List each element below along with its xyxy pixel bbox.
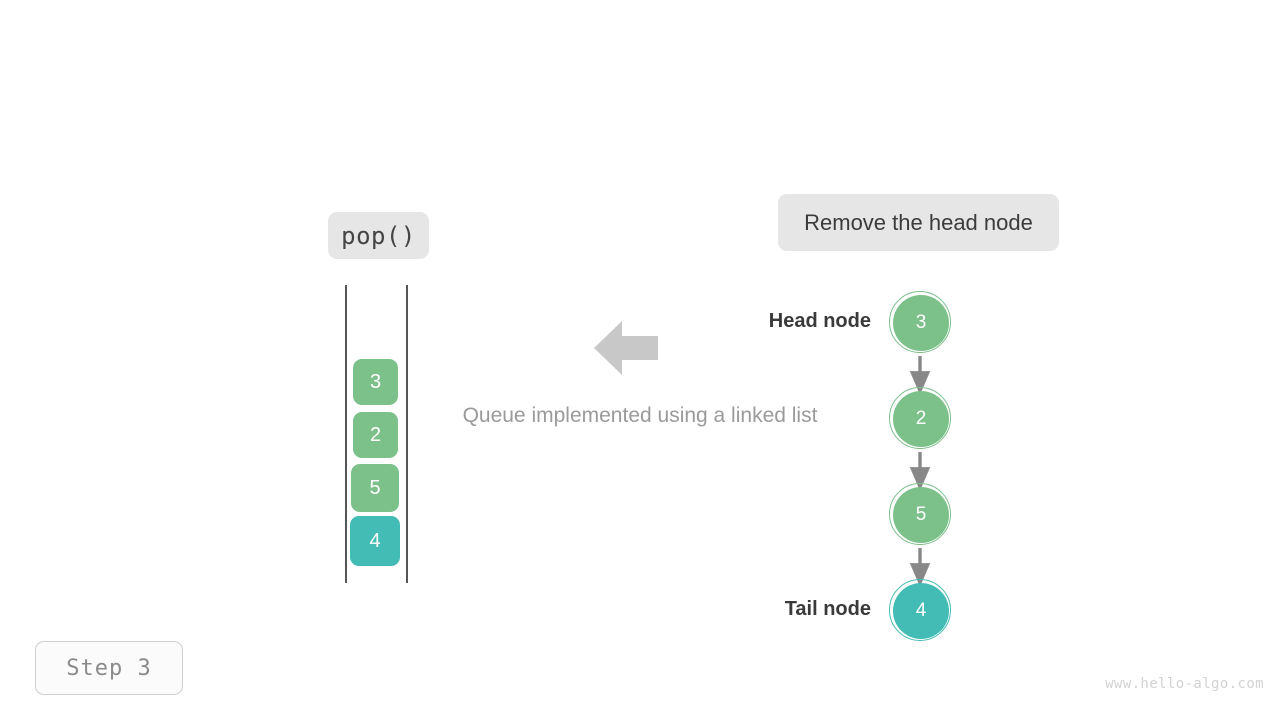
linked-list-connectors [909,356,931,587]
queue-rail-left [345,285,347,583]
queue-cell: 2 [353,412,398,458]
queue-cell: 3 [353,359,398,405]
step-badge: Step 3 [35,641,183,695]
linked-list-node-value: 4 [893,583,949,639]
left-block-arrow-icon [592,314,660,382]
queue-cell: 5 [351,464,399,512]
linked-list-node: 2 [889,387,951,449]
operation-chip-pop: pop() [328,212,429,259]
tail-node-label: Tail node [784,598,871,620]
linked-list-node: 5 [889,483,951,545]
linked-list-node: 4 [889,579,951,641]
head-node-label: Head node [768,310,871,332]
linked-list-node: 3 [889,291,951,353]
linked-list-node-value: 3 [893,295,949,351]
linked-list-node-value: 5 [893,487,949,543]
watermark: www.hello-algo.com [1105,676,1264,692]
queue-cell: 4 [350,516,400,566]
title-chip-remove-head-node: Remove the head node [778,194,1059,251]
queue-rail-right [406,285,408,583]
linked-list-group: 3 2 5 4 [860,280,990,650]
diagram-caption: Queue implemented using a linked list [462,404,818,427]
linked-list-node-value: 2 [893,391,949,447]
